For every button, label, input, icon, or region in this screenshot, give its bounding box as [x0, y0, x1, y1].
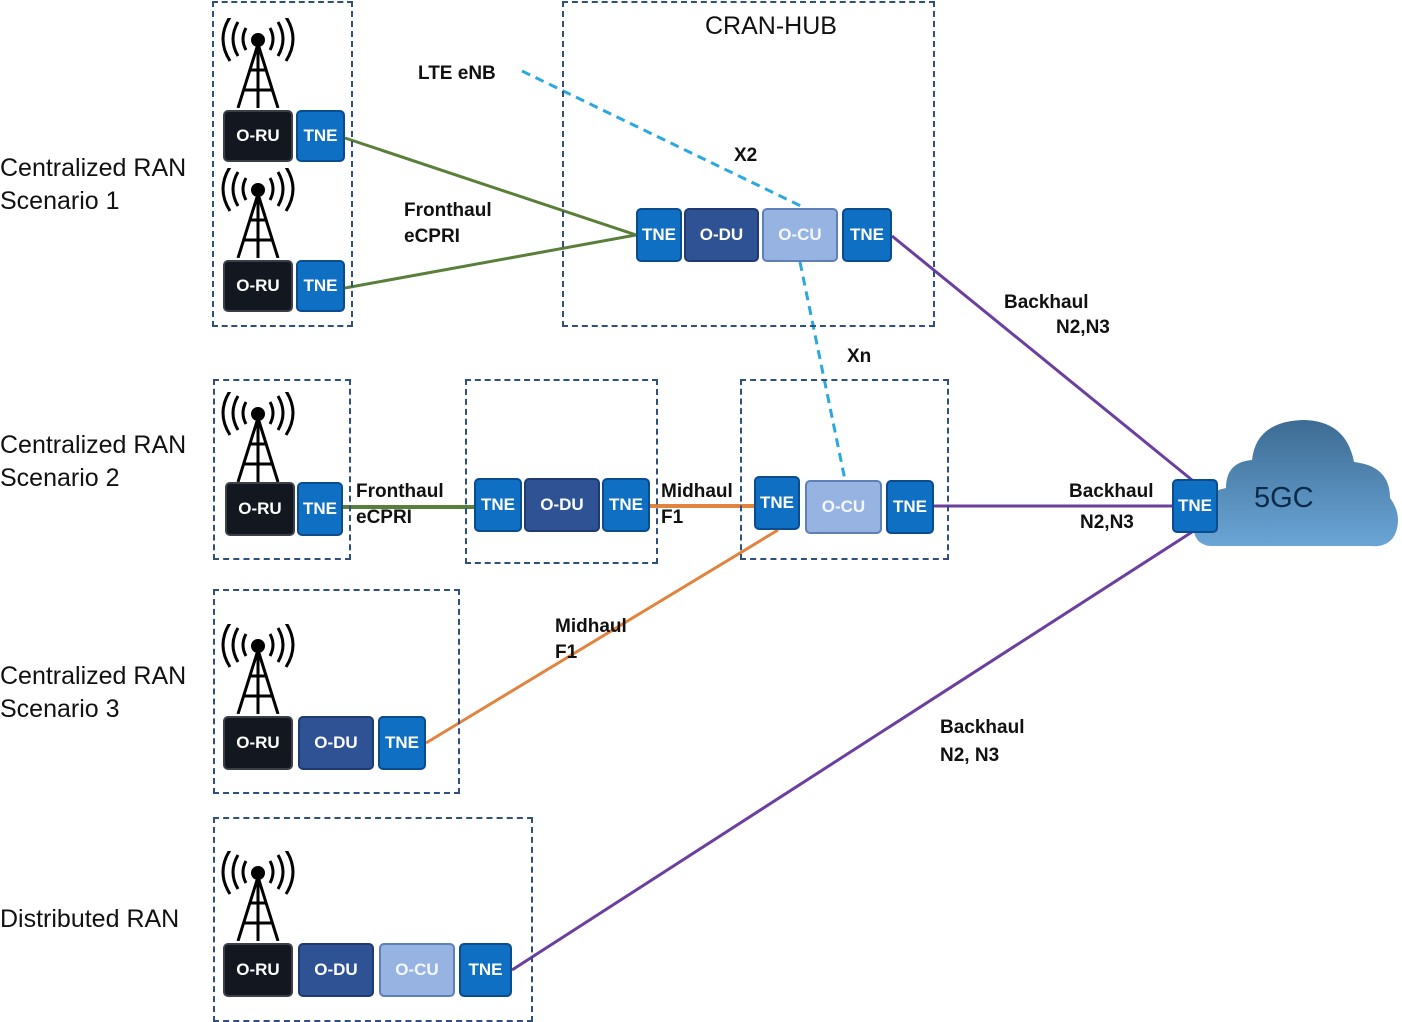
cu-box-s2	[740, 379, 949, 560]
tne-block: TNE	[636, 208, 682, 262]
backhaul-label-hub: Backhaul	[1004, 292, 1089, 313]
scenario-label-2: Centralized RAN Scenario 2	[0, 431, 187, 492]
midhaul-label-s3: Midhaul F1	[555, 616, 627, 663]
fronthaul-link-s1-upper	[344, 136, 637, 237]
tne-block: TNE	[886, 480, 934, 534]
o-du-block: O-DU	[298, 943, 374, 997]
antenna-tower-icon	[221, 624, 295, 714]
o-du-block: O-DU	[298, 716, 374, 770]
site-box-distributed	[213, 817, 533, 1022]
o-cu-block: O-CU	[762, 208, 838, 262]
xn-label: Xn	[847, 346, 872, 367]
tne-block: TNE	[1172, 479, 1218, 533]
backhaul-label-s2: Backhaul	[1069, 481, 1154, 502]
tne-block: TNE	[474, 478, 522, 532]
backhaul-interfaces-s2: N2,N3	[1080, 512, 1134, 533]
x2-label: X2	[734, 145, 758, 166]
fronthaul-label-s1: Fronthaul eCPRI	[404, 200, 492, 247]
midhaul-label-s2: Midhaul F1	[661, 481, 733, 528]
site-box-s3	[213, 589, 460, 794]
tne-block: TNE	[459, 943, 512, 997]
o-ru-block: O-RU	[223, 260, 293, 312]
core-5gc-label: 5GC	[1254, 482, 1314, 514]
scenario-label-1: Centralized RAN Scenario 1	[0, 154, 187, 215]
o-ru-block: O-RU	[223, 716, 293, 770]
tne-block: TNE	[602, 478, 650, 532]
du-box-s2	[465, 379, 658, 564]
cran-hub-box	[562, 1, 935, 327]
site-box-s1	[212, 1, 353, 327]
tne-block: TNE	[378, 716, 426, 770]
backhaul-link-distributed	[511, 530, 1193, 972]
site-box-s2	[213, 379, 351, 560]
midhaul-link-s3	[425, 528, 779, 745]
scenario-label-3: Centralized RAN Scenario 3	[0, 662, 187, 723]
backhaul-link-hub	[891, 234, 1193, 482]
antenna-tower-icon	[221, 851, 295, 941]
backhaul-label-distributed: Backhaul	[940, 717, 1025, 738]
backhaul-interfaces-hub: N2,N3	[1056, 317, 1110, 338]
o-cu-block: O-CU	[379, 943, 455, 997]
tne-block: TNE	[842, 208, 892, 262]
antenna-tower-icon	[221, 168, 295, 258]
tne-block: TNE	[754, 476, 800, 530]
o-du-block: O-DU	[524, 478, 600, 532]
o-du-block: O-DU	[684, 208, 759, 262]
x2-link	[521, 69, 806, 210]
xn-link	[798, 261, 847, 481]
cloud-icon	[1193, 420, 1398, 547]
cran-hub-title: CRAN-HUB	[705, 12, 837, 40]
o-cu-block: O-CU	[805, 480, 882, 534]
antenna-tower-icon	[221, 392, 295, 482]
o-ru-block: O-RU	[225, 482, 295, 536]
tne-block: TNE	[296, 260, 345, 312]
fronthaul-label-s2: Fronthaul eCPRI	[356, 481, 444, 528]
o-ru-block: O-RU	[223, 943, 293, 997]
tne-block: TNE	[296, 110, 345, 162]
fronthaul-link-s1-lower	[344, 233, 637, 290]
tne-block: TNE	[297, 482, 343, 536]
antenna-tower-icon	[221, 18, 295, 108]
o-ru-block: O-RU	[223, 110, 293, 162]
lte-enb-label: LTE eNB	[418, 63, 496, 84]
scenario-label-4: Distributed RAN	[0, 905, 180, 933]
backhaul-interfaces-distributed: N2, N3	[940, 745, 1000, 766]
